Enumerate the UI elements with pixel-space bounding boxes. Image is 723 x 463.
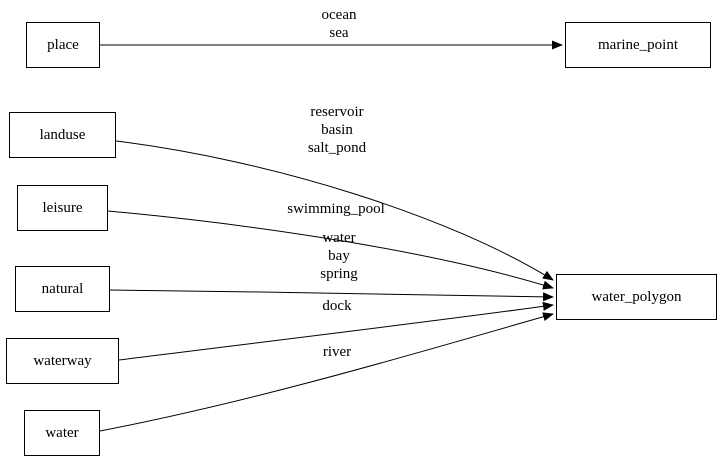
edge-leisure-water_polygon [107, 210, 554, 290]
edge-label-natural-water_polygon: water bay spring [320, 229, 358, 283]
edge-label-landuse-water_polygon: reservoir basin salt_pond [308, 103, 366, 157]
edge-landuse-water_polygon [115, 140, 554, 281]
node-water: water [24, 410, 100, 456]
edge-label-line: ocean [321, 7, 357, 23]
edge-natural-water_polygon [109, 289, 554, 302]
node-leisure: leisure [17, 185, 108, 231]
edge-label-line: spring [320, 266, 358, 282]
edge-label-line: water [322, 230, 356, 246]
edge-label-line: dock [322, 298, 352, 314]
edge-label-waterway-water_polygon: dock [322, 297, 351, 315]
edge-label-water-water_polygon: river [323, 343, 351, 361]
node-place: place [26, 22, 100, 68]
edge-label-line: reservoir [310, 104, 364, 120]
node-landuse-label: landuse [39, 126, 86, 143]
edge-label-line: salt_pond [307, 140, 367, 156]
node-landuse: landuse [9, 112, 116, 158]
edge-label-line: river [322, 344, 352, 360]
node-water_polygon: water_polygon [556, 274, 717, 320]
node-water-label: water [45, 424, 79, 441]
edge-label-leisure-water_polygon: swimming_pool [287, 200, 385, 218]
edge-label-place-marine_point: ocean sea [322, 6, 357, 42]
node-waterway-label: waterway [33, 352, 92, 369]
edge-label-line: swimming_pool [287, 201, 385, 217]
node-marine_point: marine_point [565, 22, 711, 68]
node-water_polygon-label: water_polygon [591, 288, 682, 305]
edge-label-line: basin [321, 122, 353, 138]
edge-label-line: bay [328, 248, 350, 264]
node-natural: natural [15, 266, 110, 312]
node-natural-label: natural [41, 280, 84, 297]
node-waterway: waterway [6, 338, 119, 384]
node-marine_point-label: marine_point [598, 36, 678, 53]
node-place-label: place [47, 36, 79, 53]
edge-waterway-water_polygon [118, 301, 554, 361]
edge-label-line: sea [329, 25, 349, 41]
node-leisure-label: leisure [42, 199, 83, 216]
edge-water-water_polygon [99, 312, 554, 432]
